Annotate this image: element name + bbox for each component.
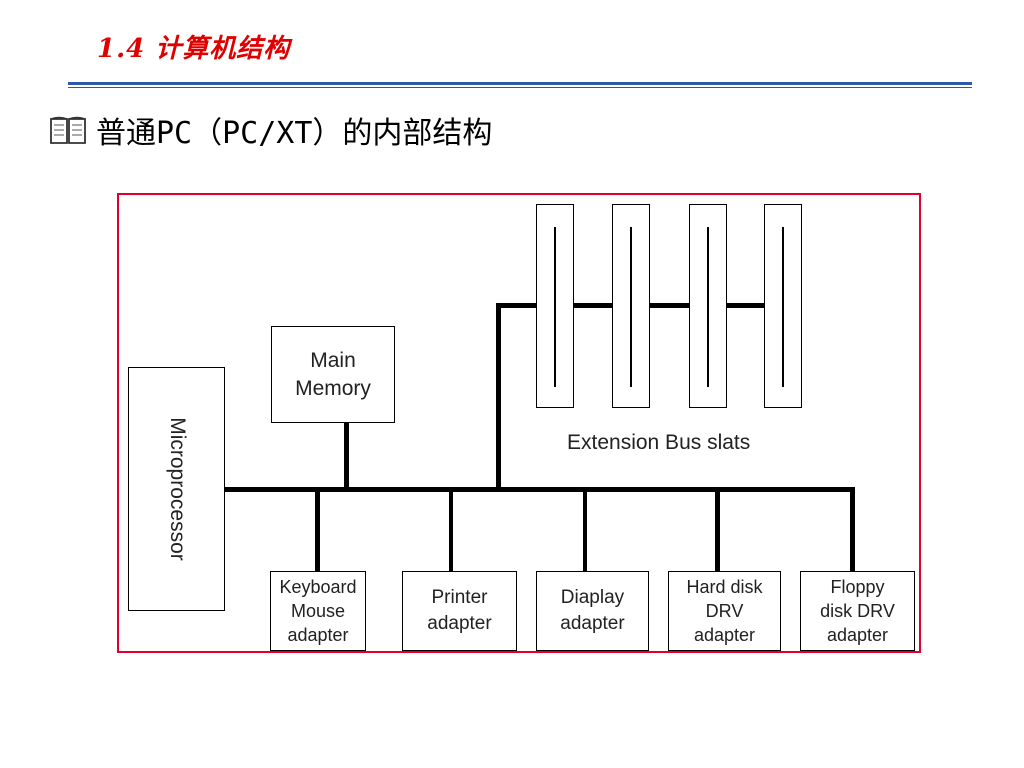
main-memory-box: Main Memory bbox=[271, 326, 395, 423]
adapter-connector bbox=[583, 489, 587, 571]
floppy-disk-adapter-box: Floppy disk DRV adapter bbox=[800, 571, 915, 651]
title-rule bbox=[68, 82, 972, 85]
microprocessor-box: Microprocessor bbox=[128, 367, 225, 611]
display-adapter-box: Diaplay adapter bbox=[536, 571, 649, 651]
bullet-text: 普通PC（PC/XT）的内部结构 bbox=[96, 116, 493, 151]
slide-title: 1.4 计算机结构 bbox=[97, 34, 291, 64]
extension-slat bbox=[612, 204, 650, 408]
extension-bus-segment bbox=[650, 303, 689, 308]
adapter-connector bbox=[850, 489, 855, 571]
extension-riser bbox=[496, 303, 501, 492]
adapter-connector bbox=[315, 489, 320, 571]
book-icon bbox=[50, 116, 86, 144]
system-bus bbox=[225, 487, 855, 492]
title-rule-thin bbox=[68, 87, 972, 88]
extension-slat bbox=[689, 204, 727, 408]
adapter-label: Floppy disk DRV adapter bbox=[820, 577, 895, 645]
extension-slat bbox=[536, 204, 574, 408]
adapter-label: Printer adapter bbox=[427, 587, 492, 634]
microprocessor-label: Microprocessor bbox=[165, 417, 189, 561]
adapter-label: Keyboard Mouse adapter bbox=[279, 577, 357, 645]
memory-connector bbox=[344, 423, 349, 489]
adapter-label: Hard disk DRV adapter bbox=[686, 577, 763, 645]
extension-bus-segment bbox=[727, 303, 764, 308]
keyboard-mouse-adapter-box: Keyboard Mouse adapter bbox=[270, 571, 366, 651]
adapter-connector bbox=[715, 489, 720, 571]
adapter-connector bbox=[449, 489, 453, 571]
hard-disk-adapter-box: Hard disk DRV adapter bbox=[668, 571, 781, 651]
bullet-line: 普通PC（PC/XT）的内部结构 bbox=[48, 108, 492, 152]
printer-adapter-box: Printer adapter bbox=[402, 571, 517, 651]
main-memory-label: Main Memory bbox=[295, 348, 371, 400]
extension-slat bbox=[764, 204, 802, 408]
extension-bus-segment bbox=[574, 303, 612, 308]
extension-bus-label: Extension Bus slats bbox=[567, 431, 751, 454]
diagram-frame: Microprocessor Main Memory Extension Bus… bbox=[117, 193, 921, 653]
adapter-label: Diaplay adapter bbox=[560, 587, 625, 634]
